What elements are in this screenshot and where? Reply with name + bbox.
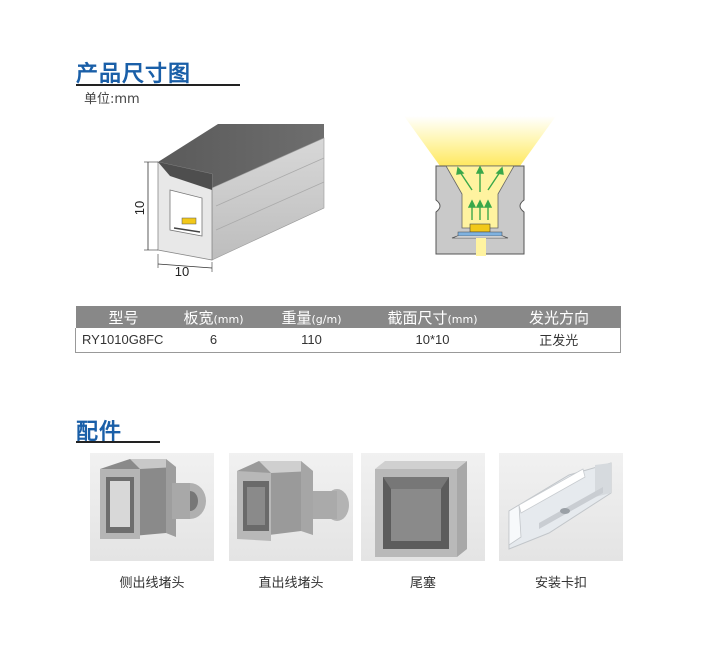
cross-section-diagram	[404, 116, 556, 256]
accessory-label-side-outlet-cap: 侧出线堵头	[119, 576, 185, 591]
cell-emission-direction: 正发光	[497, 328, 621, 353]
accessories-title-rule	[76, 441, 160, 443]
dimensions-title-rule	[76, 84, 240, 86]
cell-weight: 110	[255, 328, 368, 353]
accessory-side-outlet-cap-image	[90, 453, 214, 561]
accessory-label-mounting-clip: 安装卡扣	[534, 576, 587, 591]
accessories-section-title: 配件	[76, 420, 123, 445]
col-header-model: 型号	[75, 306, 172, 328]
spec-table-header-row: 型号 板宽(mm) 重量(g/m) 截面尺寸(mm) 发光方向	[75, 306, 621, 328]
cell-model: RY1010G8FC	[75, 328, 172, 353]
cell-cross-section: 10*10	[367, 328, 498, 353]
table-row: RY1010G8FC 6 110 10*10 正发光	[75, 328, 621, 353]
col-header-board-width: 板宽(mm)	[171, 306, 256, 328]
accessory-mounting-clip-image	[499, 453, 623, 561]
cell-board-width: 6	[171, 328, 256, 353]
spec-table: 型号 板宽(mm) 重量(g/m) 截面尺寸(mm) 发光方向 RY1010G8…	[75, 306, 621, 353]
dimensions-section-title: 产品尺寸图	[76, 62, 192, 87]
col-header-weight: 重量(g/m)	[255, 306, 368, 328]
col-header-cross-section: 截面尺寸(mm)	[367, 306, 498, 328]
accessory-end-plug-image	[361, 453, 485, 561]
width-dimension-label: 10	[175, 264, 189, 278]
accessory-label-straight-outlet-cap: 直出线堵头	[258, 576, 324, 591]
unit-label: 单位:mm	[84, 92, 140, 107]
accessory-label-end-plug: 尾塞	[409, 576, 436, 591]
height-dimension-label: 10	[132, 201, 147, 215]
col-header-emission-direction: 发光方向	[497, 306, 621, 328]
profile-3d-drawing: 10 10	[132, 124, 325, 278]
accessory-straight-outlet-cap-image	[229, 453, 353, 561]
